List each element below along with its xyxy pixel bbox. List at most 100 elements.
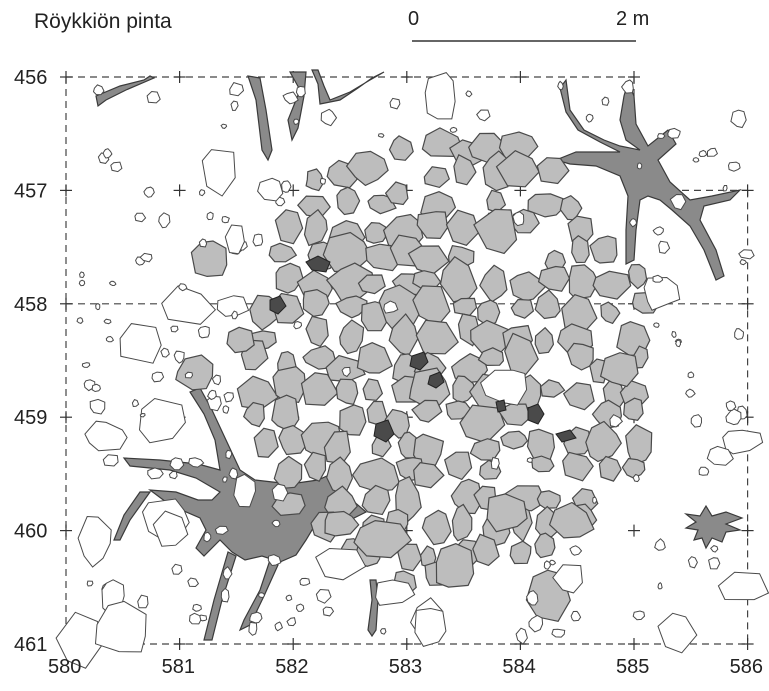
outline-stone — [512, 211, 525, 227]
stone — [274, 209, 304, 245]
dark-finds — [269, 255, 577, 443]
stone — [175, 354, 214, 391]
outline-stone — [168, 470, 178, 480]
stone — [571, 235, 590, 264]
stone — [450, 478, 483, 515]
outline-stone — [687, 371, 695, 379]
stone — [452, 297, 478, 316]
stone — [562, 451, 594, 482]
y-axis-label: 460 — [14, 521, 47, 543]
outline-stone — [465, 90, 473, 98]
stone — [600, 301, 621, 325]
stone — [530, 455, 555, 473]
outline-stone — [161, 285, 217, 325]
plan-title: Röykkiön pinta — [34, 10, 172, 33]
outline-stone — [147, 467, 164, 480]
root-branch-left — [113, 491, 152, 541]
grid-cross — [60, 411, 72, 424]
stone — [486, 493, 528, 533]
grid-cross — [60, 71, 72, 83]
root-top-center-left — [247, 75, 273, 162]
outline-stone — [55, 611, 103, 669]
outline-stone — [734, 328, 745, 340]
outline-stone — [139, 252, 153, 263]
grid-cross — [400, 638, 413, 650]
outline-stone — [92, 84, 105, 96]
x-axis-label: 584 — [502, 656, 535, 678]
outline-stone — [295, 603, 305, 612]
outline-stone — [173, 350, 185, 364]
dark-find — [427, 371, 445, 389]
outline-stone — [222, 476, 228, 483]
outline-stone — [690, 414, 703, 428]
stone — [562, 382, 595, 411]
stone — [302, 288, 330, 318]
outline-stone — [601, 96, 610, 106]
dark-find — [555, 429, 577, 443]
grid-cross — [628, 71, 640, 83]
grid-cross — [741, 184, 754, 197]
stone — [435, 543, 475, 588]
stone — [592, 270, 632, 300]
grid-cross — [741, 524, 754, 537]
outline-stone — [629, 218, 638, 228]
outline-stone — [526, 457, 533, 463]
scale-bar: 0 2 m — [408, 8, 649, 42]
outline-stone — [687, 556, 698, 569]
outline-stone — [252, 233, 264, 247]
outline-stone — [632, 610, 646, 621]
outline-stone — [233, 473, 257, 508]
outline-stone — [569, 545, 583, 556]
outline-stone — [89, 398, 106, 415]
outline-stone — [671, 331, 677, 338]
outline-stone — [105, 335, 115, 343]
outline-stone — [379, 628, 387, 635]
root-bottom-strand — [367, 579, 379, 638]
outline-stone — [698, 466, 710, 476]
stone — [509, 540, 532, 565]
outline-stone — [137, 594, 149, 609]
outline-stone — [551, 628, 566, 638]
stone — [242, 401, 265, 428]
outline-stone — [257, 592, 266, 598]
outline-stone — [727, 161, 741, 172]
outline-stone — [341, 366, 351, 378]
stone — [534, 532, 556, 559]
outline-stone — [206, 395, 222, 412]
outline-stone — [274, 621, 284, 632]
stone — [357, 274, 386, 295]
outline-stone — [134, 212, 147, 223]
outline-stone — [653, 322, 660, 328]
outline-stone — [188, 612, 202, 625]
grid-cross — [741, 638, 754, 650]
stone — [384, 181, 409, 206]
dark-find — [495, 399, 507, 413]
outline-stone — [652, 226, 664, 236]
stone — [278, 424, 310, 456]
stone — [566, 342, 594, 371]
grid-cross — [173, 638, 186, 650]
outline-stone — [717, 571, 769, 601]
outline-stone — [143, 186, 155, 198]
stone — [477, 347, 505, 367]
grid-cross — [173, 71, 186, 83]
outline-stone — [657, 133, 666, 139]
root-branch-under — [203, 551, 237, 641]
outline-stone — [102, 454, 119, 467]
outline-stone — [725, 408, 742, 426]
outline-stone — [78, 279, 86, 287]
outline-stone — [201, 149, 236, 197]
outline-stone — [549, 559, 557, 566]
outline-stone — [79, 271, 85, 279]
outline-stone — [231, 310, 239, 320]
outline-stone — [249, 611, 263, 624]
stone — [339, 319, 365, 355]
outline-stone — [282, 91, 299, 105]
outline-stone — [222, 565, 233, 580]
grid-cross — [60, 524, 72, 537]
outline-stone — [281, 180, 292, 193]
outline-stone — [570, 610, 582, 622]
scale-bar-end-label: 2 m — [616, 8, 649, 30]
stone — [537, 265, 571, 292]
